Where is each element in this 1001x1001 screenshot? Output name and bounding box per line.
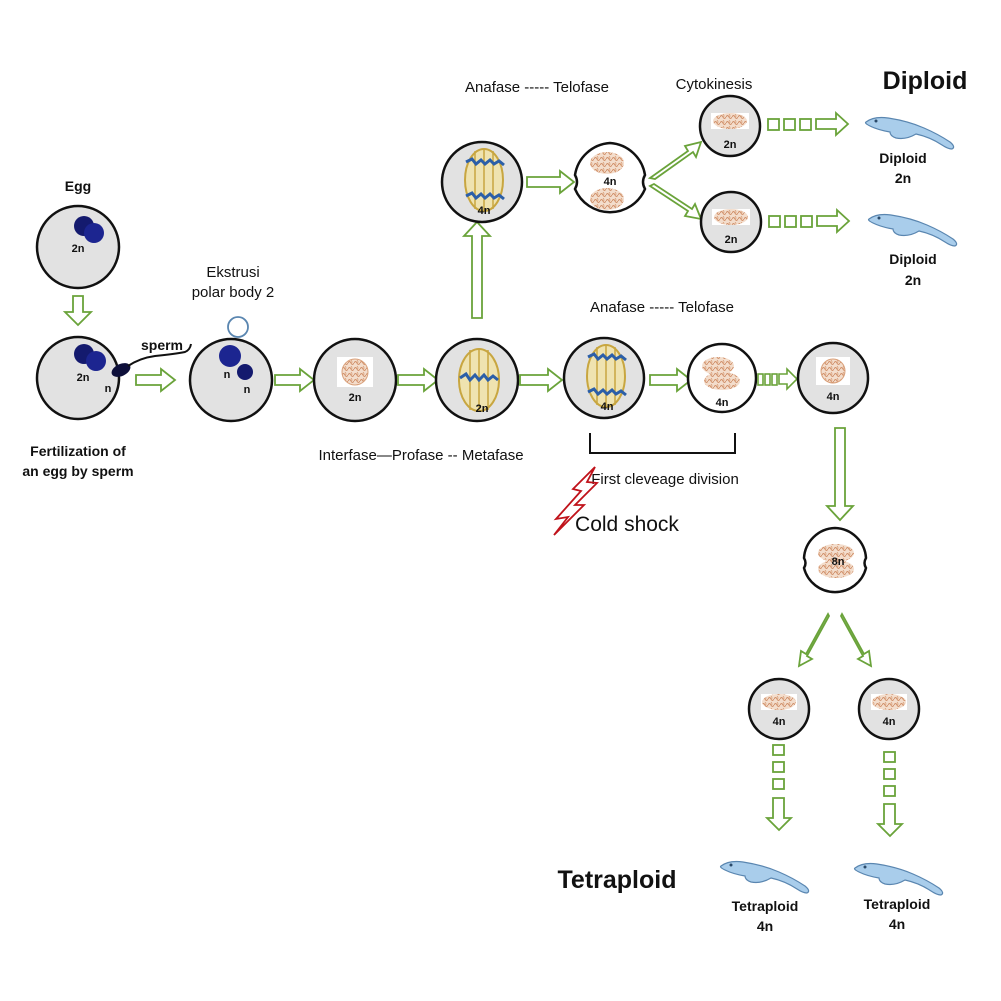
dotted-arrow-mid (757, 367, 799, 391)
arrow-split-right (839, 612, 873, 668)
eight-n-cell: 8n (802, 526, 868, 594)
tetraploid-nucleus-cell: 4n (796, 341, 870, 415)
egg-cell: 2n (35, 204, 121, 290)
fertilization-label-line2: an egg by sperm (22, 463, 133, 479)
cytokinesis-label: Cytokinesis (676, 76, 753, 93)
tetra-left-ploidy: 4n (773, 716, 786, 728)
arrow-right-5 (649, 367, 693, 393)
dotted-arrow-tetra-left (764, 744, 794, 832)
mid-anafase-cell: 4n (562, 336, 646, 420)
fish-tetraploid-left-icon (719, 860, 810, 894)
diploid-top-ploidy: 2n (895, 170, 911, 186)
egg-label: Egg (65, 178, 91, 194)
first-cleavage-label: First cleveage division (591, 471, 739, 488)
arrow-right-top-1 (526, 169, 576, 195)
diploid-top-name: Diploid (879, 150, 926, 166)
cyto-top-cell: 2n (698, 94, 762, 158)
tetra-right-cell: 4n (857, 677, 921, 741)
tetraploid-left-name: Tetraploid (732, 898, 799, 914)
arrow-down-to-8n (824, 427, 856, 522)
diploid-bottom-name: Diploid (889, 251, 936, 267)
egg-ploidy: 2n (72, 243, 85, 255)
diploid-heading: Diploid (883, 67, 968, 95)
fertilized-egg-cell: 2n n (35, 335, 121, 421)
fertilization-label-line1: Fertilization of (30, 443, 126, 459)
cyto-top-ploidy: 2n (724, 139, 737, 151)
arrow-diag-up (647, 140, 703, 180)
arrow-split-left (797, 612, 831, 668)
top-anafase-cell: 4n (440, 140, 524, 224)
sperm-icon (111, 343, 192, 377)
interfase-cell: 2n (312, 337, 398, 423)
arrow-right-1 (135, 367, 177, 393)
tetra-right-ploidy: 4n (883, 716, 896, 728)
fish-diploid-bottom-icon (867, 213, 958, 247)
cyto-bottom-ploidy: 2n (725, 234, 738, 246)
arrow-right-2 (274, 367, 316, 393)
tetraploid-right-ploidy: 4n (889, 916, 905, 932)
diploid-bottom-ploidy: 2n (905, 272, 921, 288)
mid-telofase-ploidy: 4n (716, 397, 729, 409)
metafase-ploidy: 2n (476, 403, 489, 415)
arrow-diag-down (648, 182, 703, 221)
dotted-arrow-top (767, 110, 850, 138)
ekstrusi-label-line2: polar body 2 (192, 284, 275, 301)
sperm-label: sperm (141, 337, 183, 353)
tetra-nucleus-ploidy: 4n (827, 391, 840, 403)
ekstrusi-label-line1: Ekstrusi (206, 264, 259, 281)
tetraploid-left-ploidy: 4n (757, 918, 773, 934)
polar-n1: n (224, 369, 231, 381)
mid-telofase-cell: 4n (686, 342, 758, 414)
polar-n2: n (244, 384, 251, 396)
anafase-telofase-top-label: Anafase ----- Telofase (465, 79, 609, 96)
cold-shock-label: Cold shock (575, 513, 679, 536)
arrow-right-3 (397, 367, 440, 393)
arrow-up (461, 220, 493, 319)
interfase-ploidy: 2n (349, 392, 362, 404)
fertilized-n: n (105, 383, 112, 395)
lightning-icon (553, 466, 599, 536)
arrow-right-4 (519, 367, 564, 393)
tetraploid-right-name: Tetraploid (864, 896, 931, 912)
fertilized-2n: 2n (77, 372, 90, 384)
fish-tetraploid-right-icon (853, 862, 944, 896)
top-telofase-ploidy: 4n (604, 176, 617, 188)
anafase-telofase-mid-label: Anafase ----- Telofase (590, 299, 734, 316)
fish-diploid-top-icon (864, 116, 955, 150)
arrow-down-egg (62, 295, 94, 327)
cyto-bottom-cell: 2n (699, 190, 763, 254)
dotted-arrow-tetra-right (875, 751, 905, 838)
tetraploid-heading: Tetraploid (558, 866, 677, 894)
dotted-arrow-bottom (768, 207, 851, 235)
mid-anafase-ploidy: 4n (601, 401, 614, 413)
metafase-cell: 2n (434, 337, 520, 423)
interfase-profase-metafase-label: Interfase—Profase -- Metafase (318, 447, 523, 464)
top-anafase-ploidy: 4n (478, 205, 491, 217)
top-telofase-cell: 4n (573, 141, 647, 214)
first-cleavage-bracket (589, 433, 736, 454)
eight-n-ploidy: 8n (832, 556, 845, 568)
polar-body-cell: n n (188, 316, 274, 423)
tetra-left-cell: 4n (747, 677, 811, 741)
